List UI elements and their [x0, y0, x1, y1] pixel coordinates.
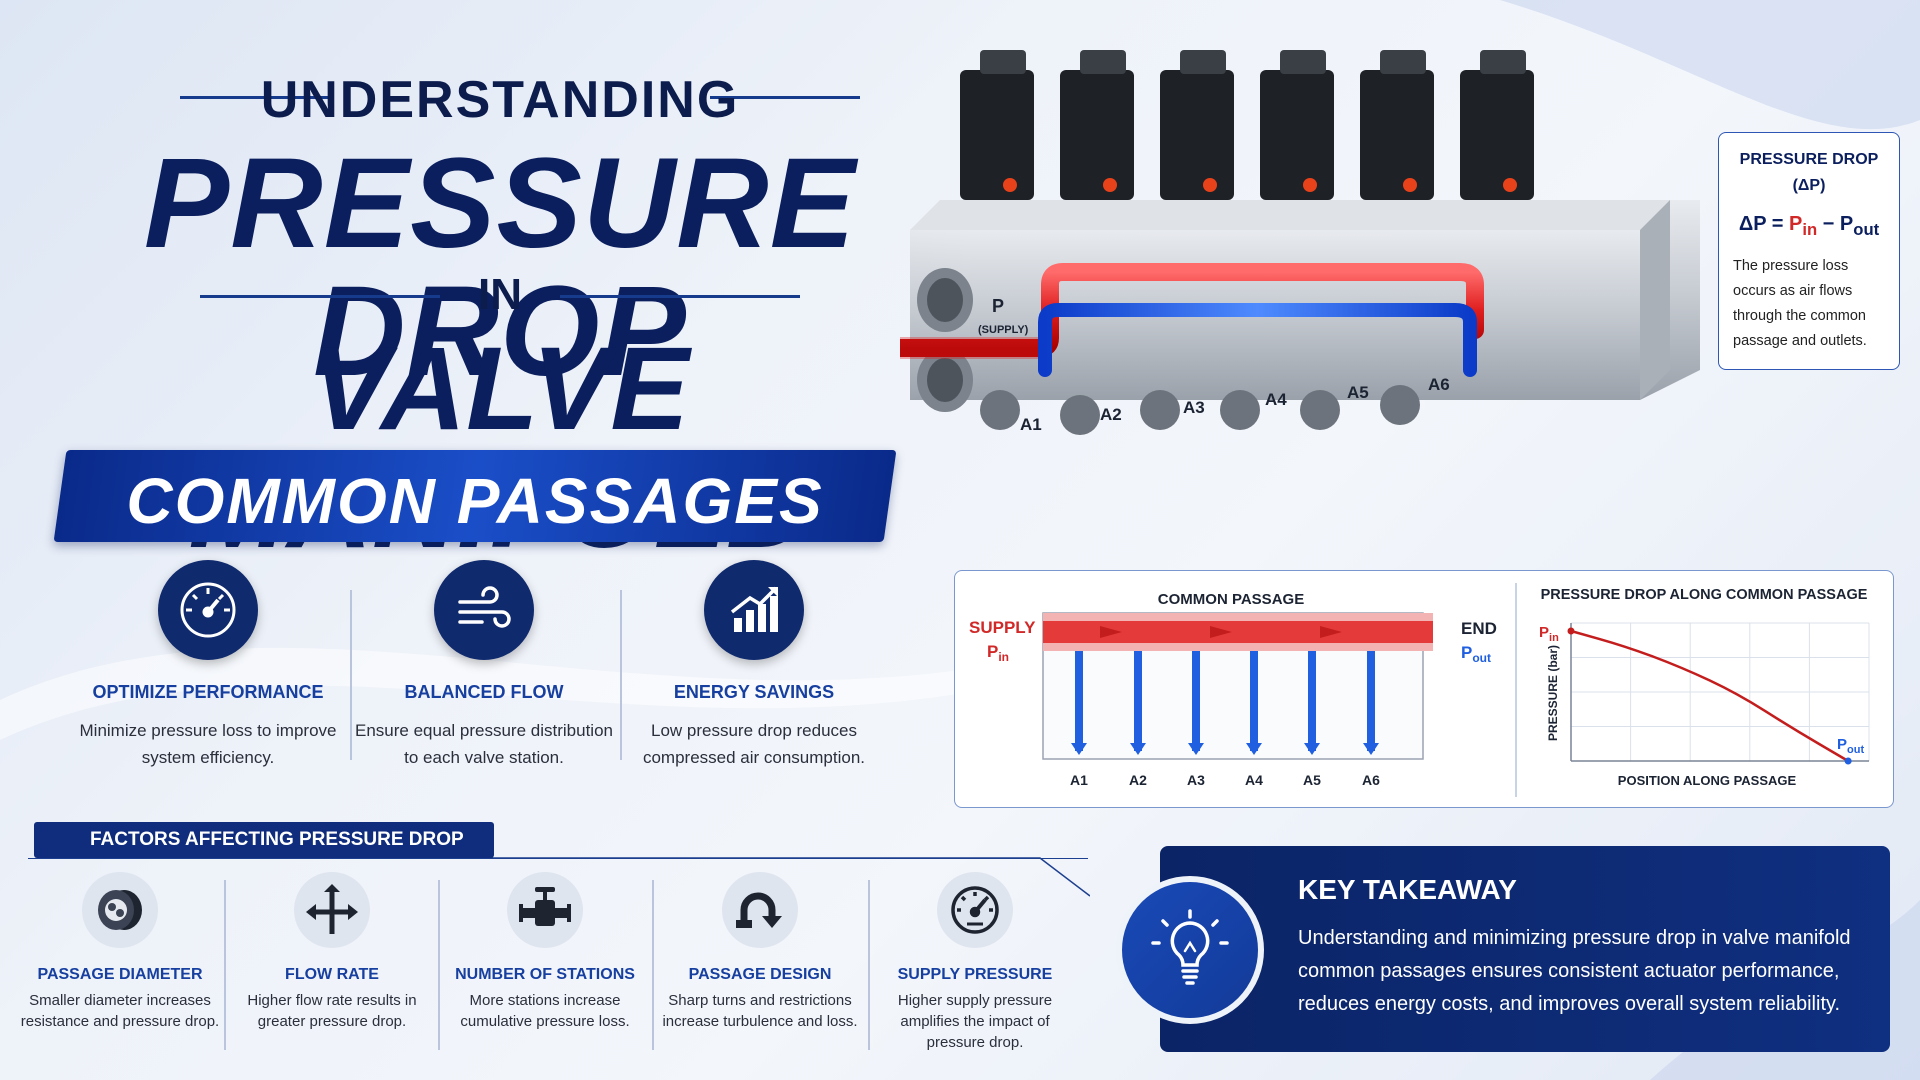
factor-title: SUPPLY PRESSURE: [897, 966, 1053, 983]
wind-flow-icon: [434, 560, 534, 660]
title-in-rule-right: [560, 295, 800, 298]
title-pressure-drop: PRESSURE DROP: [143, 132, 857, 403]
end-label: END: [1461, 619, 1497, 638]
outlet-label: A2: [1100, 405, 1122, 424]
chart-x-label: POSITION ALONG PASSAGE: [1618, 773, 1797, 788]
outlet-label: A3: [1187, 772, 1205, 788]
chart-point: [1844, 757, 1852, 765]
pout-label: Pout: [1461, 643, 1491, 665]
benefit-divider: [350, 590, 352, 760]
outlet-label: A6: [1362, 772, 1380, 788]
factor-divider: [224, 880, 226, 1050]
outlet-label: A1: [1020, 415, 1042, 434]
benefit-optimize-performance: OPTIMIZE PERFORMANCE Minimize pressure l…: [78, 560, 338, 771]
panel-divider: [1515, 583, 1517, 797]
benefit-title: OPTIMIZE PERFORMANCE: [92, 682, 324, 702]
factor-text: Higher flow rate results in greater pres…: [247, 992, 417, 1030]
title-in-rule-left: [200, 295, 440, 298]
passage-diagram-panel: COMMON PASSAGE SUPPLY Pin END Pout A1 A2…: [954, 570, 1894, 808]
pin-label: Pin: [987, 642, 1009, 664]
factor-text: Higher supply pressure amplifies the imp…: [897, 992, 1053, 1051]
factors-heading: FACTORS AFFECTING PRESSURE DROP: [34, 822, 494, 858]
benefit-title: ENERGY SAVINGS: [673, 682, 835, 702]
pd-title-symbol: (ΔP): [1792, 177, 1826, 194]
factor-title: PASSAGE DIAMETER: [37, 966, 203, 983]
valve-manifold-illustration: P (SUPPLY) A1 A2 A3 A4 A5 A6: [900, 50, 1700, 435]
chart-point: [1567, 627, 1575, 635]
key-takeaway-panel: [1160, 846, 1890, 1052]
chart-pin-label: Pin: [1539, 624, 1559, 644]
pressure-drop-chart: PRESSURE DROP ALONG COMMON PASSAGE PRESS…: [1539, 587, 1870, 788]
factor-title: FLOW RATE: [285, 966, 379, 983]
u-turn-pipe-icon: [722, 872, 798, 948]
factor-passage-diameter: PASSAGE DIAMETER Smaller diameter increa…: [20, 872, 220, 1032]
chart-series-line: [1570, 629, 1849, 763]
chart-grid: [1571, 622, 1870, 761]
benefit-divider: [620, 590, 622, 760]
outlet-label: A4: [1245, 772, 1263, 788]
factor-divider: [652, 880, 654, 1050]
title-common-passages: COMMON PASSAGES: [126, 465, 824, 537]
outlet-label: A3: [1183, 398, 1205, 417]
factor-flow-rate: FLOW RATE Higher flow rate results in gr…: [232, 872, 432, 1032]
outlet-label: A2: [1129, 772, 1147, 788]
lightbulb-icon: [1116, 876, 1264, 1024]
factor-text: Sharp turns and restrictions increase tu…: [662, 992, 858, 1030]
pd-equation: ΔP = Pin − Pout: [1738, 213, 1880, 239]
passage-diagram-title: COMMON PASSAGE: [1158, 591, 1304, 608]
title-rule-left: [180, 96, 330, 99]
distribution-flow-paths: [1038, 303, 1477, 397]
supply-port-label: P: [992, 296, 1004, 316]
factor-number-of-stations: NUMBER OF STATIONS More stations increas…: [445, 872, 645, 1032]
pd-description: The pressure loss occurs as air flows th…: [1733, 258, 1867, 349]
outlet-label: A5: [1303, 772, 1321, 788]
benefit-text: Low pressure drop reduces compressed air…: [642, 721, 866, 767]
pd-title: PRESSURE DROP: [1739, 151, 1879, 168]
factor-passage-design: PASSAGE DESIGN Sharp turns and restricti…: [660, 872, 860, 1032]
title-rule-right: [710, 96, 860, 99]
outlet-label: A1: [1070, 772, 1088, 788]
factor-text: More stations increase cumulative pressu…: [460, 992, 630, 1030]
benefit-energy-savings: ENERGY SAVINGS Low pressure drop reduces…: [624, 560, 884, 771]
key-takeaway-title: KEY TAKEAWAY: [1298, 874, 1517, 905]
pressure-drop-definition: PRESSURE DROP (ΔP) ΔP = Pin − Pout The p…: [1718, 132, 1900, 370]
benefit-text: Minimize pressure loss to improve system…: [79, 721, 337, 767]
split-arrows-icon: [294, 872, 370, 948]
gauge-icon: [158, 560, 258, 660]
benefit-balanced-flow: BALANCED FLOW Ensure equal pressure dist…: [354, 560, 614, 771]
factor-text: Smaller diameter increases resistance an…: [20, 992, 220, 1030]
valve-icon: [507, 872, 583, 948]
factors-connector: [490, 857, 1090, 897]
factor-divider: [868, 880, 870, 1050]
title-in: IN: [478, 270, 522, 319]
benefit-text: Ensure equal pressure distribution to ea…: [355, 721, 613, 767]
outlet-label: A5: [1347, 383, 1369, 402]
supply-port-sublabel: (SUPPLY): [978, 324, 1029, 336]
outlet-labels: A1 A2 A3 A4 A5 A6: [1020, 375, 1450, 434]
factor-divider: [438, 880, 440, 1050]
supply-label: SUPPLY: [969, 618, 1036, 637]
factor-title: PASSAGE DESIGN: [688, 966, 832, 983]
chart-title: PRESSURE DROP ALONG COMMON PASSAGE: [1541, 587, 1868, 603]
outlet-label: A4: [1265, 390, 1287, 409]
factor-supply-pressure: SUPPLY PRESSURE Higher supply pressure a…: [875, 872, 1075, 1053]
title-understanding: UNDERSTANDING: [260, 71, 740, 129]
common-passage-diagram: COMMON PASSAGE SUPPLY Pin END Pout A1 A2…: [969, 591, 1497, 788]
bar-chart-up-icon: [704, 560, 804, 660]
benefit-title: BALANCED FLOW: [404, 682, 564, 702]
chart-pout-label: Pout: [1837, 736, 1864, 756]
key-takeaway-text: Understanding and minimizing pressure dr…: [1298, 927, 1851, 1015]
factor-title: NUMBER OF STATIONS: [455, 966, 635, 983]
chart-y-label: PRESSURE (bar): [1546, 645, 1560, 741]
pressure-gauge-icon: [937, 872, 1013, 948]
pipe-cross-section-icon: [82, 872, 158, 948]
solenoid-valves: [960, 50, 1534, 200]
outlet-label: A6: [1428, 375, 1450, 394]
